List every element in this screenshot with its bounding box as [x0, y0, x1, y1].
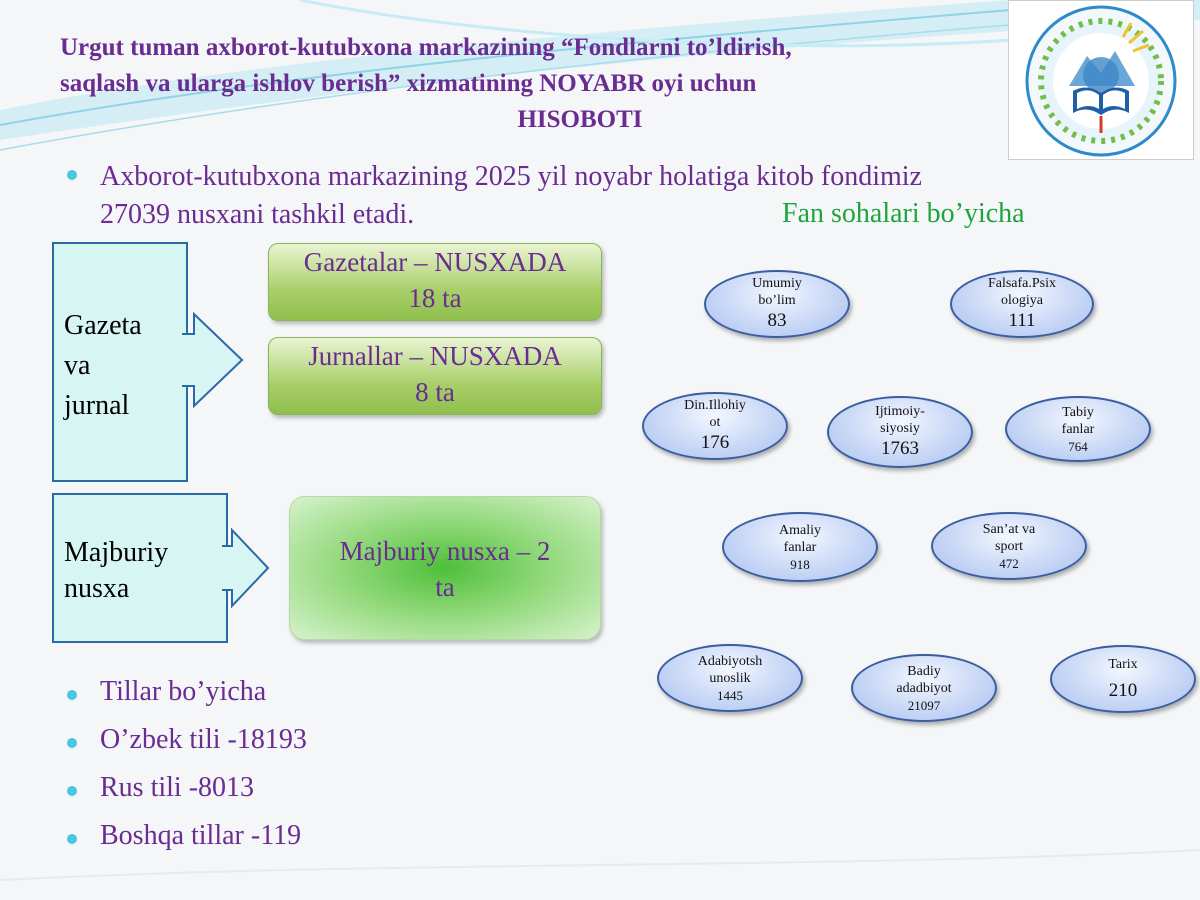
library-emblem-icon	[1025, 5, 1177, 157]
field-label-2: adadbiyot	[896, 680, 952, 696]
majburiy-nusxa-result: Majburiy nusxa – 2 ta	[289, 496, 601, 640]
field-oval: San’at va sport 472	[931, 512, 1087, 580]
majburiy-box-line-2: ta	[435, 572, 455, 602]
field-label-1: Ijtimoiy-	[875, 404, 925, 419]
field-value: 1763	[881, 438, 919, 459]
field-label-2: fanlar	[1061, 421, 1095, 437]
field-value: 918	[790, 556, 810, 572]
majburiy-label-line-1: Majburiy	[64, 537, 169, 568]
library-logo	[1008, 0, 1194, 160]
field-oval: Ijtimoiy- siyosiy 1763	[827, 396, 973, 468]
field-label-1: Amaliy	[779, 522, 821, 538]
title-line-3: HISOBOTI	[517, 106, 643, 133]
bullet-dot	[67, 170, 77, 180]
field-value: 21097	[907, 697, 941, 713]
field-label-1: Umumiy	[752, 276, 802, 291]
gazetalar-line-2: 18 ta	[408, 283, 462, 313]
intro-line-2: 27039 nusxani tashkil etadi.	[100, 199, 415, 230]
bullet-dot	[67, 738, 77, 748]
field-oval: Amaliy fanlar 918	[722, 512, 878, 582]
tillar-item-uzbek: O’zbek tili -18193	[100, 724, 307, 755]
field-label-2: fanlar	[783, 539, 817, 555]
majburiy-nusxa-box: Majburiy nusxa	[52, 493, 228, 643]
bullet-dot	[67, 834, 77, 844]
majburiy-box-line-1: Majburiy nusxa – 2	[339, 536, 551, 566]
gazetalar-line-1: Gazetalar – NUSXADA	[303, 247, 567, 277]
field-label-1: Falsafa.Psix	[987, 276, 1057, 291]
jurnallar-box: Jurnallar – NUSXADA 8 ta	[268, 337, 602, 415]
tillar-heading: Tillar bo’yicha	[100, 676, 267, 707]
field-label-1: Adabiyotsh	[697, 653, 763, 669]
field-value: 764	[1068, 438, 1088, 454]
page-title: Urgut tuman axborot-kutubxona markazinin…	[60, 30, 1020, 138]
intro-line-1: Axborot-kutubxona markazining 2025 yil n…	[100, 161, 922, 192]
field-label-2: sport	[995, 538, 1023, 554]
field-oval: Din.Illohiy ot 176	[642, 392, 788, 460]
title-line-2: saqlash va ularga ishlov berish” xizmati…	[60, 70, 757, 97]
bullet-dot	[67, 786, 77, 796]
field-value: 472	[999, 555, 1019, 571]
field-label-2: unoslik	[709, 670, 751, 686]
field-value: 83	[767, 310, 787, 331]
field-label-2: siyosiy	[880, 421, 920, 436]
jurnallar-line-1: Jurnallar – NUSXADA	[308, 341, 562, 371]
majburiy-arrow	[222, 528, 270, 608]
gazeta-label-line-2: va	[64, 350, 91, 381]
jurnallar-line-2: 8 ta	[415, 377, 455, 407]
field-label-2: bo’lim	[758, 293, 796, 308]
field-label-1: Tabiy	[1062, 404, 1094, 420]
intro-paragraph: Axborot-kutubxona markazining 2025 yil n…	[100, 158, 1090, 234]
field-oval: Umumiy bo’lim 83	[704, 270, 850, 338]
field-oval: Tabiy fanlar 764	[1005, 396, 1151, 462]
field-label-1: San’at va	[982, 521, 1036, 537]
gazeta-label-line-1: Gazeta	[64, 310, 142, 341]
field-oval: Tarix 210	[1050, 645, 1196, 713]
gazeta-label-line-3: jurnal	[64, 390, 130, 421]
gazeta-arrow	[182, 312, 244, 408]
bullet-dot	[67, 690, 77, 700]
title-line-1: Urgut tuman axborot-kutubxona markazinin…	[60, 34, 792, 61]
field-oval: Falsafa.Psix ologiya 111	[950, 270, 1094, 338]
field-label-1: Din.Illohiy	[684, 398, 746, 413]
field-label-2: ologiya	[1001, 293, 1043, 308]
field-value: 210	[1108, 679, 1138, 701]
tillar-item-boshqa: Boshqa tillar -119	[100, 820, 302, 851]
field-label-1: Badiy	[907, 663, 941, 679]
field-value: 1445	[717, 687, 743, 703]
field-value: 176	[700, 432, 730, 453]
fan-sohalari-heading: Fan sohalari bo’yicha	[782, 198, 1025, 229]
gazetalar-box: Gazetalar – NUSXADA 18 ta	[268, 243, 602, 321]
field-label-2: ot	[709, 415, 721, 430]
field-value: 111	[1008, 310, 1036, 331]
field-oval: Badiy adadbiyot 21097	[851, 654, 997, 722]
majburiy-label-line-2: nusxa	[64, 573, 130, 604]
field-oval: Adabiyotsh unoslik 1445	[657, 644, 803, 712]
gazeta-jurnal-box: Gazeta va jurnal	[52, 242, 188, 482]
field-label-1: Tarix	[1108, 656, 1138, 672]
tillar-item-rus: Rus tili -8013	[100, 772, 255, 803]
